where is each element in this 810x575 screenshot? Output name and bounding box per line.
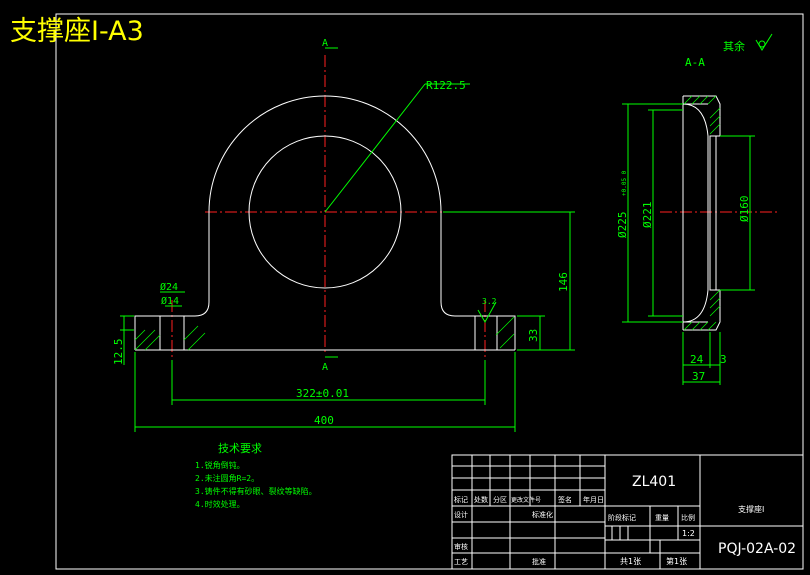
title-block-frame xyxy=(451,454,804,570)
tb-sheet-no: 第1张 xyxy=(666,556,687,566)
tb-scale-label: 比例 xyxy=(681,513,695,522)
dim-33-label: 33 xyxy=(527,329,540,342)
note-4: 4.时效处理。 xyxy=(195,499,245,509)
radius-label: R122.5 xyxy=(426,79,466,92)
section-bore xyxy=(682,103,709,323)
body-outline xyxy=(172,95,480,317)
dim-225-label: Ø225 xyxy=(616,212,629,239)
dim-160-label: Ø160 xyxy=(738,196,751,223)
tb-scale: 1:2 xyxy=(682,529,695,538)
tb-approve: 批准 xyxy=(532,557,546,566)
base-hatching xyxy=(134,316,515,351)
note-3: 3.铸件不得有砂眼、裂纹等缺陷。 xyxy=(195,486,317,496)
tb-part-name: 支撑座I xyxy=(738,504,764,514)
tb-weight: 重量 xyxy=(655,514,669,522)
dim-3-label: 3 xyxy=(720,353,727,366)
front-view: R122.5 A A 322±0.01 400 146 33 12.5 Ø24 … xyxy=(112,38,575,432)
dim-225-tol: +0.05 0 xyxy=(621,170,628,196)
tb-zone: 分区 xyxy=(493,495,507,504)
tb-marker: 标记 xyxy=(454,495,468,504)
dim-400-label: 400 xyxy=(314,414,334,427)
note-1: 1.锐角倒钝。 xyxy=(195,460,245,470)
section-view-label: A-A xyxy=(685,56,705,69)
roughness-circle xyxy=(758,40,766,48)
tb-date: 年月日 xyxy=(583,495,604,504)
base-left-outline xyxy=(134,315,180,350)
roughness-note: 其余 xyxy=(723,39,745,53)
dim-322-label: 322±0.01 xyxy=(296,387,349,400)
roughness-symbol xyxy=(755,33,773,51)
tb-drawing-no: PQJ-02A-02 xyxy=(718,541,796,557)
section-outline-right xyxy=(683,95,721,331)
tb-standard: 标准化 xyxy=(532,510,553,519)
tb-review: 审核 xyxy=(454,542,468,551)
section-label-top: A xyxy=(322,38,328,49)
drawing-title: 支撑座I-A3 xyxy=(10,16,144,47)
roughness-symbol-front xyxy=(477,301,497,324)
title-block: 标记 处数 分区 更改文件号 签名 年月日 设计 标准化 审核 工艺 批准 ZL… xyxy=(451,454,804,570)
dim-221-label: Ø221 xyxy=(641,202,654,229)
radius-leader xyxy=(324,83,426,213)
dim-12-label: 12.5 xyxy=(112,339,125,366)
dim-37-label: 37 xyxy=(692,370,705,383)
tb-process: 工艺 xyxy=(454,558,468,566)
tb-drawing-name: ZL401 xyxy=(632,474,676,490)
tb-sheets-total: 共1张 xyxy=(620,557,641,566)
tb-design: 设计 xyxy=(454,510,468,519)
base-right-outline xyxy=(480,315,516,350)
dim-d14-label: Ø14 xyxy=(161,295,179,307)
tb-count: 处数 xyxy=(474,495,488,504)
section-label-bottom: A xyxy=(322,362,328,373)
dim-24-label: 24 xyxy=(690,353,704,366)
notes-heading: 技术要求 xyxy=(218,442,262,455)
bore-circle xyxy=(248,135,402,289)
dim-d24-label: Ø24 xyxy=(160,281,178,293)
tb-stage: 阶段标记 xyxy=(608,513,636,522)
drawing-border xyxy=(55,13,804,570)
section-hatching xyxy=(683,95,721,331)
section-view: A-A Ø225 +0.05 0 xyxy=(616,56,780,385)
tb-change-doc: 更改文件号 xyxy=(511,496,541,504)
dim-146-label: 146 xyxy=(557,272,570,292)
technical-notes: 技术要求 1.锐角倒钝。 2.未注圆角R=2。 3.铸件不得有砂眼、裂纹等缺陷。… xyxy=(195,442,317,509)
roughness-value: 3.2 xyxy=(482,297,497,306)
tb-signature: 签名 xyxy=(558,495,572,504)
note-2: 2.未注圆角R=2。 xyxy=(195,473,259,483)
